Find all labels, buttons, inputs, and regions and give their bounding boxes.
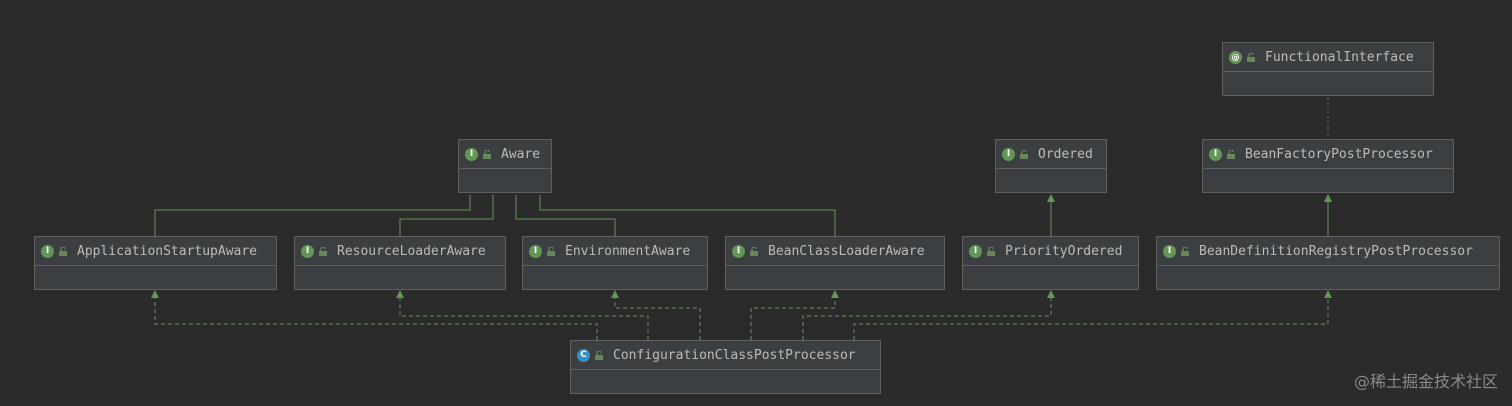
unlock-icon [1020,149,1028,159]
node-application-startup-aware[interactable]: I ApplicationStartupAware [34,236,277,290]
unlock-icon [1247,52,1255,62]
node-label: FunctionalInterface [1265,49,1414,65]
node-label: ApplicationStartupAware [77,243,258,259]
impl-environment [614,298,701,340]
unlock-icon [987,246,995,256]
node-bean-definition-registry-post-processor[interactable]: I BeanDefinitionRegistryPostProcessor [1156,236,1500,290]
unlock-icon [1181,246,1189,256]
node-label: Aware [501,146,541,162]
unlock-icon [319,246,327,256]
edge-startup-to-aware [154,195,471,236]
interface-icon: I [1163,244,1176,258]
node-bean-factory-post-processor[interactable]: I BeanFactoryPostProcessor [1202,139,1454,193]
impl-startup [154,298,598,340]
impl-bdrpp [853,298,1329,340]
interface-icon: I [465,147,478,161]
node-label: ResourceLoaderAware [337,243,486,259]
interface-icon: I [41,244,54,258]
node-label: PriorityOrdered [1005,243,1123,259]
node-functional-interface[interactable]: @ FunctionalInterface [1222,42,1434,96]
node-aware[interactable]: I Aware [458,139,552,193]
interface-icon: I [732,244,745,258]
node-label: BeanFactoryPostProcessor [1245,146,1433,162]
interface-icon: I [529,244,542,258]
unlock-icon [59,246,67,256]
edge-environment-to-aware [515,195,616,236]
unlock-icon [750,246,758,256]
unlock-icon [547,246,555,256]
node-label: ConfigurationClassPostProcessor [613,347,856,363]
node-label: EnvironmentAware [565,243,691,259]
node-priority-ordered[interactable]: I PriorityOrdered [962,236,1139,290]
node-label: BeanDefinitionRegistryPostProcessor [1199,243,1473,259]
unlock-icon [1227,149,1235,159]
interface-icon: I [301,244,314,258]
impl-classloader [750,298,836,340]
node-ordered[interactable]: I Ordered [995,139,1107,193]
interface-icon: I [1209,147,1222,161]
edge-classloader-to-aware [539,195,836,236]
node-environment-aware[interactable]: I EnvironmentAware [522,236,708,290]
unlock-icon [595,350,603,360]
node-label: BeanClassLoaderAware [768,243,925,259]
node-configuration-class-post-processor[interactable]: C ConfigurationClassPostProcessor [570,340,881,394]
impl-priority [802,298,1052,340]
watermark: @稀土掘金技术社区 [1353,372,1498,391]
interface-icon: I [969,244,982,258]
node-label: Ordered [1038,146,1093,162]
annotation-icon: @ [1229,50,1242,64]
interface-icon: I [1002,147,1015,161]
unlock-icon [483,149,491,159]
class-icon: C [577,348,590,362]
impl-resource [399,298,649,340]
node-bean-class-loader-aware[interactable]: I BeanClassLoaderAware [725,236,945,290]
node-resource-loader-aware[interactable]: I ResourceLoaderAware [294,236,506,290]
edge-resource-to-aware [399,195,494,236]
